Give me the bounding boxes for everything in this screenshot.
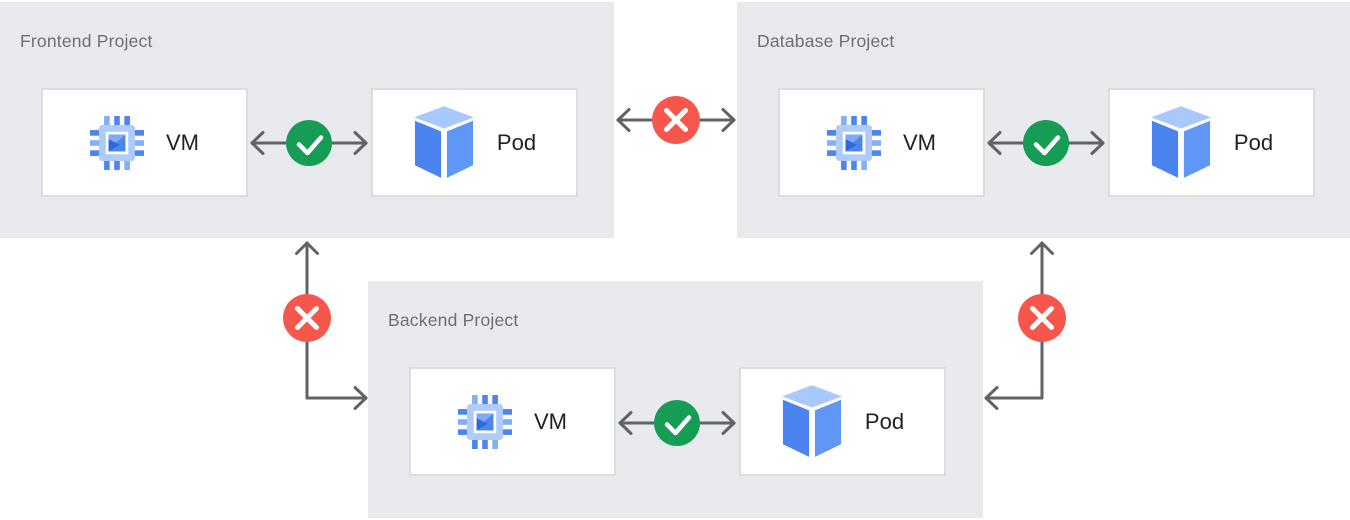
x-icon <box>295 306 319 330</box>
vm-icon <box>827 115 881 170</box>
x-icon <box>1030 306 1054 330</box>
panel-title-database: Database Project <box>757 31 895 51</box>
backend-pod-node: Pod <box>739 367 946 476</box>
blocked-badge <box>283 294 331 342</box>
vm-icon <box>458 394 512 449</box>
frontend-pod-node: Pod <box>371 88 578 197</box>
connector-database-backend <box>984 241 1066 410</box>
backend-pod-label: Pod <box>864 408 905 434</box>
panel-database-project: Database Project VM <box>737 2 1350 238</box>
database-pod-label: Pod <box>1233 129 1274 155</box>
x-icon <box>664 108 688 132</box>
connector-frontend-backend <box>283 241 368 410</box>
database-pod-node: Pod <box>1108 88 1315 197</box>
blocked-badge <box>652 96 700 144</box>
panel-backend-project: Backend Project VM <box>368 281 983 518</box>
database-vm-label: VM <box>903 129 936 155</box>
frontend-vm-label: VM <box>166 129 199 155</box>
panel-frontend-project: Frontend Project VM <box>0 2 614 238</box>
backend-vm-node: VM <box>409 367 616 476</box>
panel-title-frontend: Frontend Project <box>20 31 153 51</box>
backend-vm-label: VM <box>534 408 567 434</box>
frontend-vm-node: VM <box>41 88 248 197</box>
frontend-pod-label: Pod <box>496 129 537 155</box>
blocked-badge <box>1018 294 1066 342</box>
panel-title-backend: Backend Project <box>388 310 519 330</box>
connector-frontend-database <box>616 96 736 144</box>
pod-icon <box>1150 105 1211 178</box>
database-vm-node: VM <box>778 88 985 197</box>
pod-icon <box>413 105 474 178</box>
vm-icon <box>90 115 144 170</box>
pod-icon <box>781 384 842 457</box>
